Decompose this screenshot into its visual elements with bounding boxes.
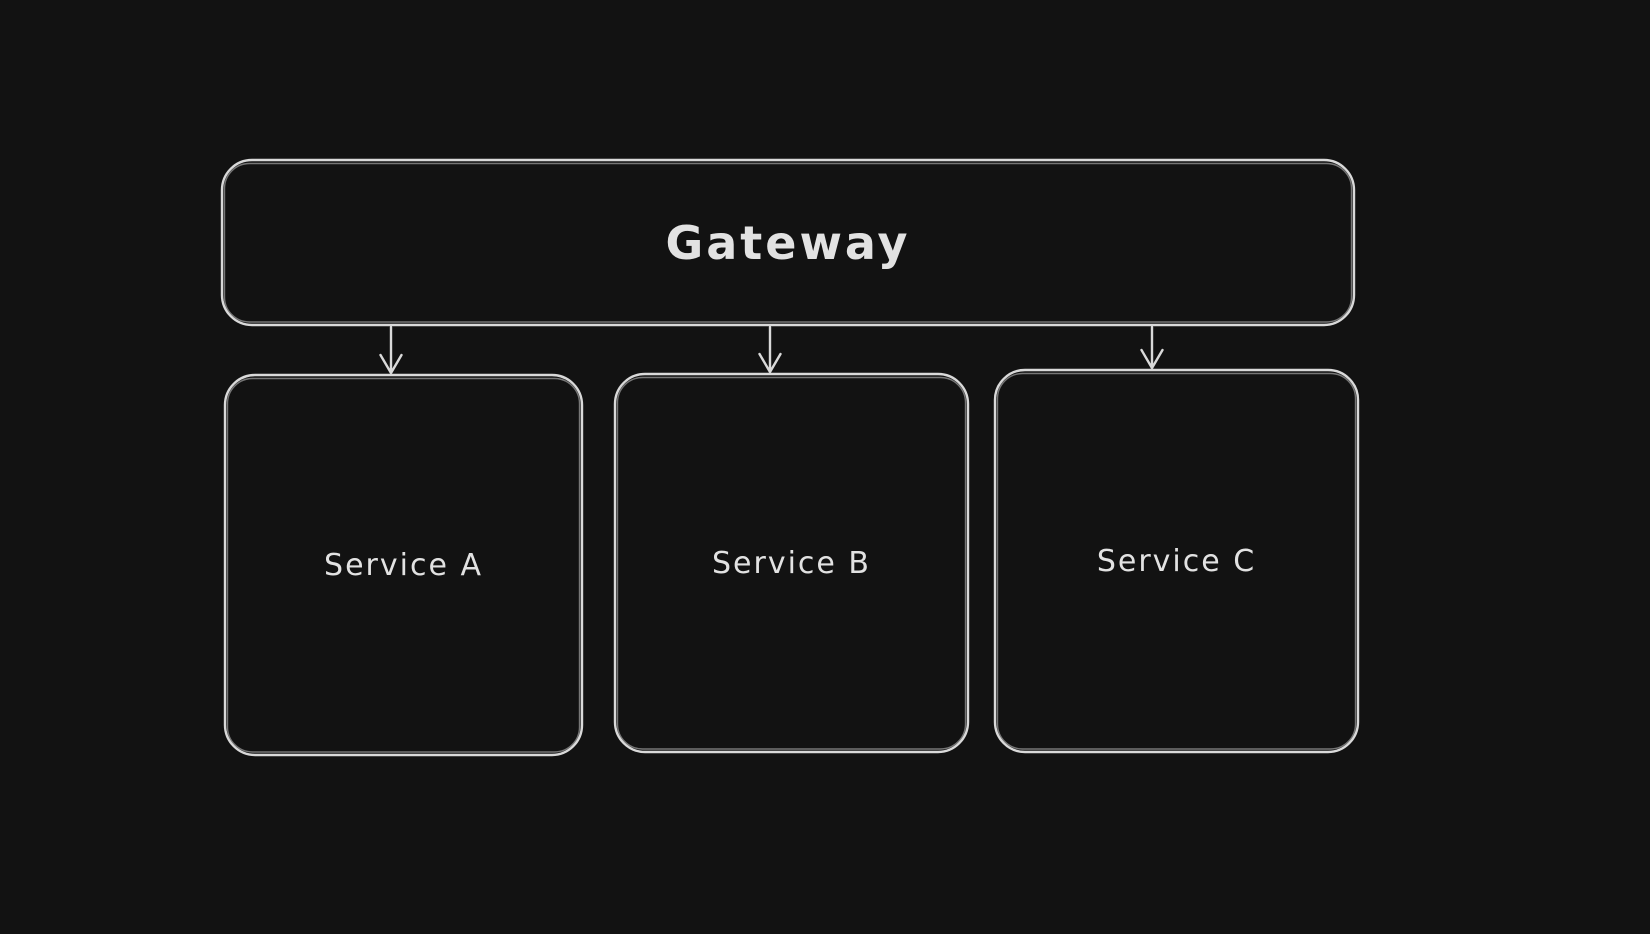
service-c-node-border-sketch — [996, 372, 1357, 750]
service-a-node-border — [223, 373, 584, 757]
service-b-node-border-sketch — [616, 376, 967, 750]
gateway-node-border-sketch — [223, 162, 1353, 323]
gateway-node-border — [220, 158, 1356, 327]
arrow-down-icon — [1140, 325, 1164, 370]
service-a-node[interactable] — [223, 373, 584, 757]
edge-gateway-to-service-a[interactable] — [379, 325, 403, 375]
service-a-node-border-sketch — [226, 377, 581, 753]
arrow-down-icon — [379, 325, 403, 375]
arrow-down-icon — [758, 325, 782, 374]
gateway-node[interactable] — [220, 158, 1356, 327]
edge-gateway-to-service-c[interactable] — [1140, 325, 1164, 370]
service-c-node[interactable] — [993, 368, 1360, 754]
service-b-node[interactable] — [613, 372, 970, 754]
edge-gateway-to-service-b[interactable] — [758, 325, 782, 374]
service-c-node-border — [993, 368, 1360, 754]
service-b-node-border — [613, 372, 970, 754]
